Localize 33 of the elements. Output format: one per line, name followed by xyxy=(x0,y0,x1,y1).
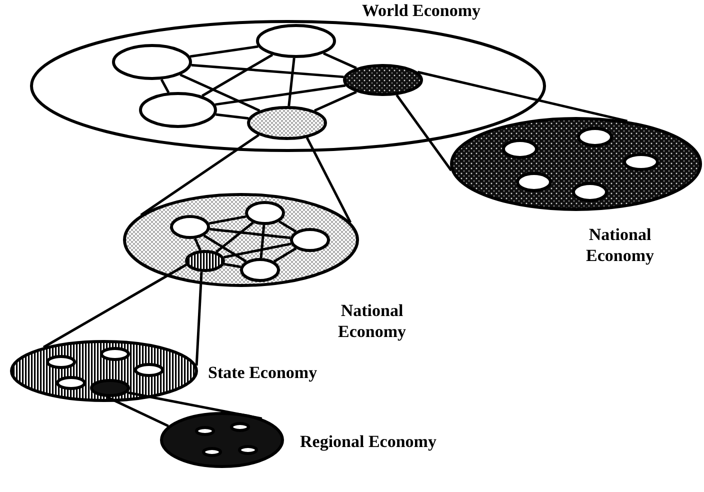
economy-label: State Economy xyxy=(208,362,318,383)
connector-line xyxy=(396,94,452,172)
connector-line xyxy=(194,238,202,251)
connector-line xyxy=(106,396,169,428)
connector-line xyxy=(190,45,258,58)
connector-line xyxy=(203,234,247,262)
economy-label: Regional Economy xyxy=(300,431,436,452)
connector-line xyxy=(127,391,262,420)
connector-line xyxy=(216,222,254,253)
connector-line xyxy=(314,90,357,112)
connector-line xyxy=(210,228,290,240)
connector-line xyxy=(42,264,187,348)
connector-line xyxy=(215,84,346,106)
connector-line xyxy=(224,262,241,268)
connector-line xyxy=(160,78,170,94)
connector-line xyxy=(191,64,344,78)
connector-line xyxy=(274,247,296,263)
connector-line xyxy=(323,52,357,70)
economy-label: World Economy xyxy=(362,0,481,21)
connector-line xyxy=(224,242,292,258)
connector-line xyxy=(260,224,266,258)
connector-line xyxy=(417,70,628,122)
economy-label: National Economy xyxy=(585,224,655,266)
connector-line xyxy=(202,54,274,97)
connector-line xyxy=(180,74,260,112)
connector-line xyxy=(306,137,352,223)
connector-line xyxy=(288,58,296,106)
connector-line xyxy=(140,134,260,216)
connector-line xyxy=(208,215,246,225)
connector-line xyxy=(195,272,203,366)
economy-label: National Economy xyxy=(337,300,407,342)
connector-line xyxy=(216,113,249,120)
connector-line xyxy=(278,220,296,233)
